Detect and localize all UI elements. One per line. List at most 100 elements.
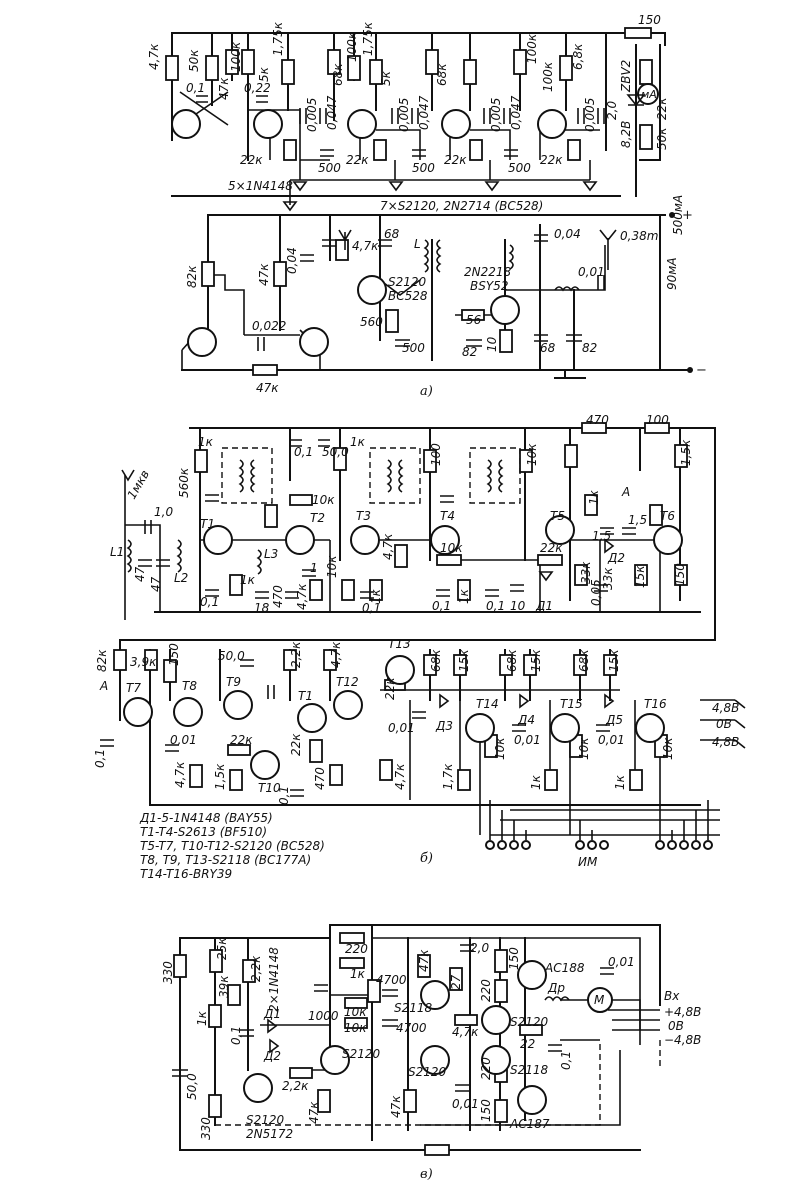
label: 4700 <box>376 973 407 987</box>
label: 47к <box>257 263 271 286</box>
label: S2120 <box>408 1065 447 1079</box>
label: T12 <box>336 675 359 689</box>
label: 100к <box>541 61 555 92</box>
label: 0,005 <box>583 98 597 132</box>
label: 560к <box>177 467 191 498</box>
label: 1,5к <box>679 439 693 466</box>
label: 10к <box>312 493 335 507</box>
label: 500 <box>402 341 425 355</box>
label: + <box>682 208 693 223</box>
label: 0,01 <box>452 1097 479 1111</box>
label: 50,0 <box>322 445 349 459</box>
label: 10 <box>485 336 499 352</box>
label: Вх <box>664 989 680 1003</box>
label: 470 <box>271 585 285 608</box>
label: T14 <box>476 697 499 711</box>
label: 4,8В <box>712 735 739 749</box>
label: 10к <box>325 555 339 578</box>
label: 50,0 <box>185 1073 199 1100</box>
label: 22к <box>540 153 563 167</box>
label: 47к <box>256 381 279 395</box>
label: T8 <box>182 679 197 693</box>
label: 2×1N4148 <box>267 947 281 1012</box>
label: 500 <box>412 161 435 175</box>
label: 6,8к <box>571 43 585 70</box>
label: 10к <box>344 1021 367 1035</box>
label: 68 <box>384 227 400 241</box>
label: 0,1 <box>559 1051 573 1070</box>
label: 1,5 <box>628 513 647 527</box>
label: 2N5172 <box>246 1127 293 1141</box>
label: 0,01 <box>388 721 415 735</box>
label: 22к <box>655 97 669 120</box>
label: 5к <box>257 66 271 82</box>
label: BC528 <box>388 289 428 303</box>
label: 220 <box>479 1057 493 1080</box>
label: 470 <box>313 767 327 790</box>
label: 2,0 <box>470 941 489 955</box>
label: 4,7к <box>352 239 379 253</box>
label: −4,8В <box>664 1033 701 1047</box>
label: S2120 <box>342 1047 381 1061</box>
label: 0,38m <box>620 229 658 243</box>
label: 15к <box>529 649 543 672</box>
label: Д5 <box>605 713 623 727</box>
label: 0,022 <box>252 319 286 333</box>
label: 1к <box>198 435 214 449</box>
label: 68к <box>331 63 345 86</box>
label: T5 <box>550 509 565 523</box>
label: 500 <box>508 161 531 175</box>
label: 82 <box>582 341 597 355</box>
label: 0,1 <box>486 599 505 613</box>
label: 1,75к <box>271 21 285 56</box>
label: 0,047 <box>325 95 339 130</box>
label: − <box>696 363 707 378</box>
legend-line: Д1-5-1N4148 (BAY55) <box>139 811 273 825</box>
label: 0,01 <box>608 955 635 969</box>
label: Д3 <box>435 719 453 733</box>
panel-a-labels: 4,7к 50к 100к 1,75к 5к 100к 1,75к 5к 100… <box>147 13 707 399</box>
label: 25к <box>215 937 229 960</box>
panel-b-labels: 1мкв 560к 1к 0,1 50,0 1к 100 10к 470 100… <box>93 413 739 881</box>
label: 0,05 <box>589 579 603 606</box>
legend-line: T8, T9, T13-S2118 (BC177A) <box>140 853 311 867</box>
label: 8,2В <box>619 121 633 148</box>
label: 100к <box>229 41 243 72</box>
label: 82к <box>95 649 109 672</box>
label: 22к <box>289 733 303 756</box>
label: BSY52 <box>470 279 508 293</box>
label: 100 <box>646 413 669 427</box>
label: 10к <box>344 1005 367 1019</box>
label: 4,7к <box>393 763 407 790</box>
label: 10к <box>493 737 507 760</box>
label: Др <box>547 981 565 995</box>
label: 3,9к <box>130 655 157 669</box>
label: 0,1 <box>229 1026 243 1045</box>
label: 10к <box>440 541 463 555</box>
label: 1к <box>350 435 366 449</box>
label: 18 <box>254 601 270 615</box>
label: 330 <box>161 961 175 984</box>
meter-label: мА <box>641 88 657 101</box>
label: 0,1 <box>362 601 381 615</box>
label: 47к <box>389 1095 403 1118</box>
label: 1к <box>240 573 256 587</box>
panel-c-circuit <box>172 924 661 1156</box>
label: 47к <box>417 949 431 972</box>
label: 220 <box>479 979 493 1002</box>
label: 2,2к <box>249 955 263 982</box>
label: 10к <box>525 443 539 466</box>
label: T1 <box>298 689 313 703</box>
label: 2N2218 <box>464 265 512 279</box>
label: 0,01 <box>170 733 197 747</box>
label: 500 <box>318 161 341 175</box>
label: S2120 <box>246 1113 285 1127</box>
label: 56 <box>466 313 482 327</box>
label: Д4 <box>517 713 535 727</box>
label: Д2 <box>263 1049 281 1063</box>
panel-a-circuit <box>165 27 693 379</box>
label: 0,01 <box>514 733 541 747</box>
label: 68 <box>540 341 556 355</box>
label: 4,7к <box>452 1025 479 1039</box>
